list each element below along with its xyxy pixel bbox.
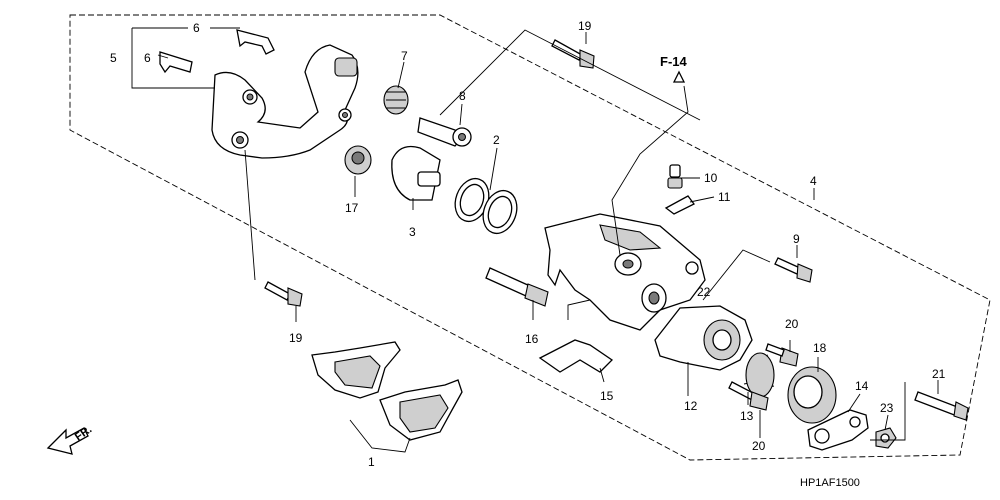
brake-pad-set xyxy=(311,341,463,441)
callout-15: 15 xyxy=(600,389,614,403)
bolt-19-lower xyxy=(264,281,303,307)
leader-lines xyxy=(131,27,939,453)
bolt-20-upper xyxy=(765,343,799,367)
callout-3: 3 xyxy=(409,225,416,239)
front-direction-arrow xyxy=(46,427,89,455)
piston xyxy=(391,145,441,201)
callout-14: 14 xyxy=(855,379,869,393)
bleed-screw xyxy=(667,164,683,189)
slide-pin xyxy=(417,117,472,147)
lever-cover xyxy=(787,366,837,424)
caliper-pin xyxy=(485,267,549,307)
callout-1: 1 xyxy=(368,455,375,469)
callout-6-top: 6 xyxy=(193,21,200,35)
nut xyxy=(875,427,897,449)
callout-6-clip: 6 xyxy=(144,51,151,65)
bolt-9 xyxy=(774,257,813,283)
callouts: 6 5 6 7 19 8 2 17 3 10 11 4 9 22 16 20 1… xyxy=(110,19,946,469)
caliper-body xyxy=(544,213,706,331)
reference-label: F-14 xyxy=(660,54,688,69)
return-spring xyxy=(743,352,775,398)
callout-8: 8 xyxy=(459,89,466,103)
callout-23: 23 xyxy=(880,401,894,415)
callout-18: 18 xyxy=(813,341,827,355)
callout-16: 16 xyxy=(525,332,539,346)
callout-9: 9 xyxy=(793,232,800,246)
reference-arrow xyxy=(672,70,686,83)
pin-boot xyxy=(383,85,409,115)
callout-13: 13 xyxy=(740,409,754,423)
callout-21: 21 xyxy=(932,367,946,381)
callout-11: 11 xyxy=(718,190,731,204)
callout-5: 5 xyxy=(110,51,117,65)
callout-22: 22 xyxy=(697,285,711,299)
bleed-cap xyxy=(664,195,695,215)
callout-10: 10 xyxy=(704,171,718,185)
piston-seal-set xyxy=(454,177,518,235)
callout-19-top: 19 xyxy=(578,19,592,33)
adjuster-bolt xyxy=(914,391,969,421)
callout-20-lower: 20 xyxy=(752,439,766,453)
callout-17: 17 xyxy=(345,201,359,215)
callout-20-upper: 20 xyxy=(785,317,799,331)
caliper-bracket xyxy=(211,44,359,159)
slide-pin-boot xyxy=(344,145,372,175)
parking-lever-arm xyxy=(807,409,869,451)
callout-2: 2 xyxy=(493,133,500,147)
callout-12: 12 xyxy=(684,399,698,413)
bolt-19-top xyxy=(551,39,595,69)
callout-7: 7 xyxy=(401,49,408,63)
pad-retainer-clip xyxy=(159,29,275,74)
assembly-outline xyxy=(69,14,991,461)
callout-19-lower: 19 xyxy=(289,331,303,345)
figure-code: HP1AF1500 xyxy=(800,477,860,489)
pad-spring xyxy=(538,339,614,373)
bolt-20-lower xyxy=(728,381,769,411)
callout-4: 4 xyxy=(810,174,817,188)
parking-lever-housing xyxy=(654,305,753,371)
